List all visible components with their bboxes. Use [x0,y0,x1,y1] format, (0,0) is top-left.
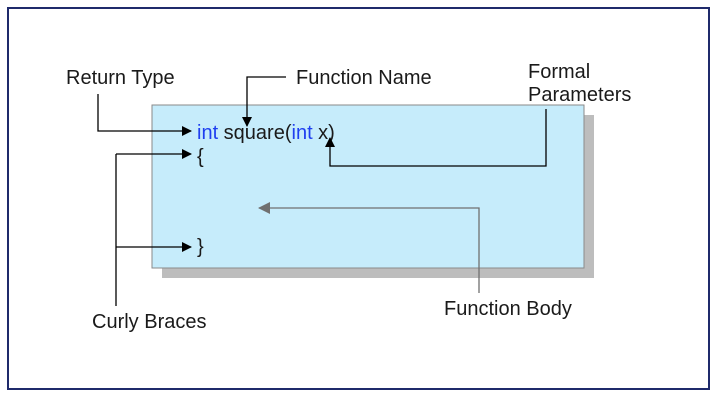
param-type-keyword: int [292,122,314,144]
code-signature-line: int square(int x) [197,122,335,144]
label-curly-braces: Curly Braces [92,311,206,333]
formal-parameters-arrow [325,109,547,167]
close-brace: } [197,236,204,258]
return-type-arrow [97,94,192,136]
label-function-name: Function Name [296,67,432,89]
return-type-keyword: int [197,122,219,144]
function-body-arrow [258,202,480,293]
param-name-code: x) [313,122,335,144]
label-formal-parameters-line1: Formal [528,61,590,83]
label-formal-parameters-line2: Parameters [528,84,631,106]
label-return-type: Return Type [66,67,175,89]
open-brace: { [197,146,204,168]
function-name-code: square( [218,122,292,144]
label-function-body: Function Body [444,298,572,320]
code-box [151,104,585,269]
function-name-arrow [242,76,286,127]
